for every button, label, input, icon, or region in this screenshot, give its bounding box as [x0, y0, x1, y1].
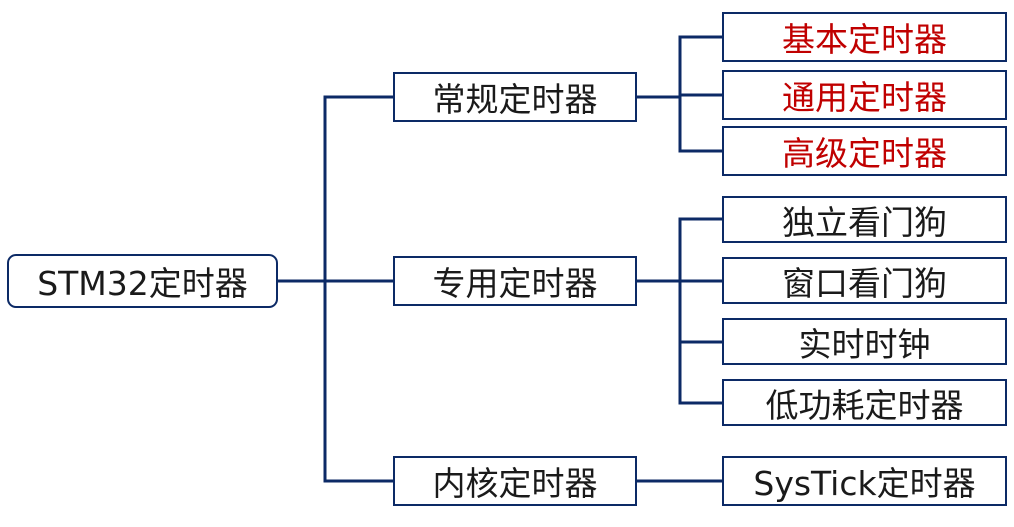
- category-label: 内核定时器: [432, 464, 598, 503]
- leaf-low-power-timer: 低功耗定时器: [722, 379, 1007, 426]
- root-label: STM32定时器: [37, 264, 248, 303]
- leaf-label: 高级定时器: [782, 134, 947, 173]
- category-label: 常规定时器: [432, 80, 598, 119]
- leaf-label: 实时时钟: [798, 324, 931, 364]
- leaf-label: 低功耗定时器: [765, 385, 964, 425]
- leaf-window-watchdog: 窗口看门狗: [722, 257, 1007, 304]
- leaf-advanced-timer: 高级定时器: [722, 126, 1007, 176]
- leaf-label: 基本定时器: [782, 20, 947, 59]
- category-regular-timers: 常规定时器: [393, 72, 637, 122]
- leaf-label: 独立看门狗: [782, 202, 947, 242]
- category-label: 专用定时器: [432, 264, 598, 303]
- leaf-label: 窗口看门狗: [782, 263, 947, 303]
- leaf-label: 通用定时器: [782, 78, 947, 117]
- leaf-general-timer: 通用定时器: [722, 70, 1007, 120]
- leaf-real-time-clock: 实时时钟: [722, 318, 1007, 365]
- category-core-timers: 内核定时器: [393, 456, 637, 506]
- leaf-label: SysTick定时器: [753, 464, 976, 503]
- leaf-independent-watchdog: 独立看门狗: [722, 196, 1007, 243]
- leaf-basic-timer: 基本定时器: [722, 12, 1007, 62]
- root-node: STM32定时器: [7, 254, 278, 308]
- category-special-timers: 专用定时器: [393, 256, 637, 306]
- leaf-systick-timer: SysTick定时器: [722, 456, 1007, 506]
